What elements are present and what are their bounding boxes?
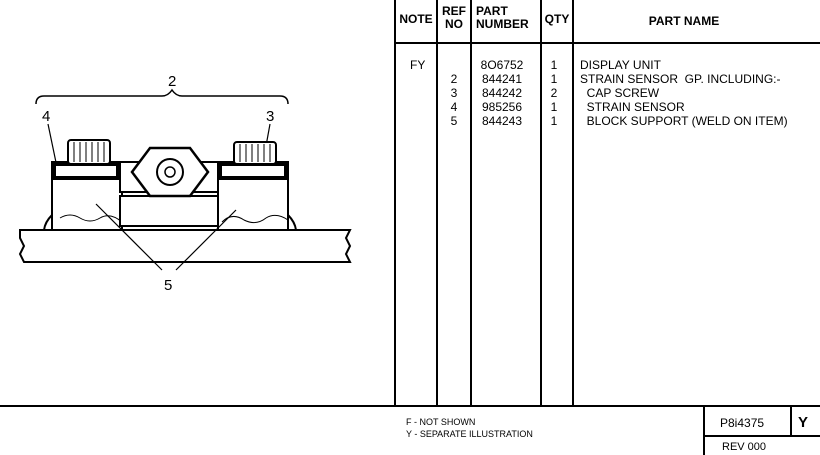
row-part-name: STRAIN SENSOR [580, 100, 685, 114]
row-qty: 1 [550, 72, 558, 86]
row-part-number: 844243 [481, 114, 523, 128]
row-ref: 3 [450, 86, 458, 100]
callout-5-label: 5 [164, 277, 172, 294]
header-part-name: PART NAME [648, 14, 720, 28]
header-part-number: PART NUMBER [476, 4, 529, 31]
row-part-number: 8O6752 [480, 58, 524, 72]
block-support-right [217, 161, 297, 231]
legend-not-shown: F - NOT SHOWN [406, 417, 476, 427]
row-qty: 1 [550, 114, 558, 128]
parts-illustration: 2 4 3 [18, 73, 352, 294]
callout-2-bracket [35, 88, 289, 105]
revision: REV 000 [722, 441, 767, 453]
row-part-name: DISPLAY UNIT [580, 58, 661, 72]
row-part-number: 844241 [481, 72, 523, 86]
row-part-name: CAP SCREW [580, 86, 660, 100]
row-qty: 1 [550, 100, 558, 114]
row-part-name: STRAIN SENSOR GP. INCLUDING:- [580, 72, 781, 86]
row-ref: 4 [450, 100, 458, 114]
header-qty: QTY [544, 12, 570, 26]
block-support-left [43, 161, 123, 231]
header-note: NOTE [399, 12, 433, 26]
row-ref: 2 [450, 72, 458, 86]
row-qty: 1 [550, 58, 558, 72]
sheet-letter: Y [798, 414, 809, 431]
cap-screw-right [233, 141, 277, 165]
callout-3-label: 3 [266, 108, 274, 125]
row-part-name: BLOCK SUPPORT (WELD ON ITEM) [580, 114, 788, 128]
callout-2-label: 2 [168, 73, 176, 90]
cap-screw-left [67, 139, 111, 165]
strain-sensor-body [119, 146, 219, 227]
row-ref: 5 [450, 114, 458, 128]
legend-separate-illustration: Y - SEPARATE ILLUSTRATION [406, 429, 533, 439]
doc-number: P8i4375 [720, 416, 765, 430]
row-part-number: 985256 [481, 100, 523, 114]
row-part-number: 844242 [481, 86, 523, 100]
header-ref-no: REF NO [442, 4, 466, 31]
base-plate [18, 229, 352, 263]
row-note: FY [410, 58, 426, 72]
row-qty: 2 [550, 86, 558, 100]
callout-4-label: 4 [42, 108, 50, 125]
